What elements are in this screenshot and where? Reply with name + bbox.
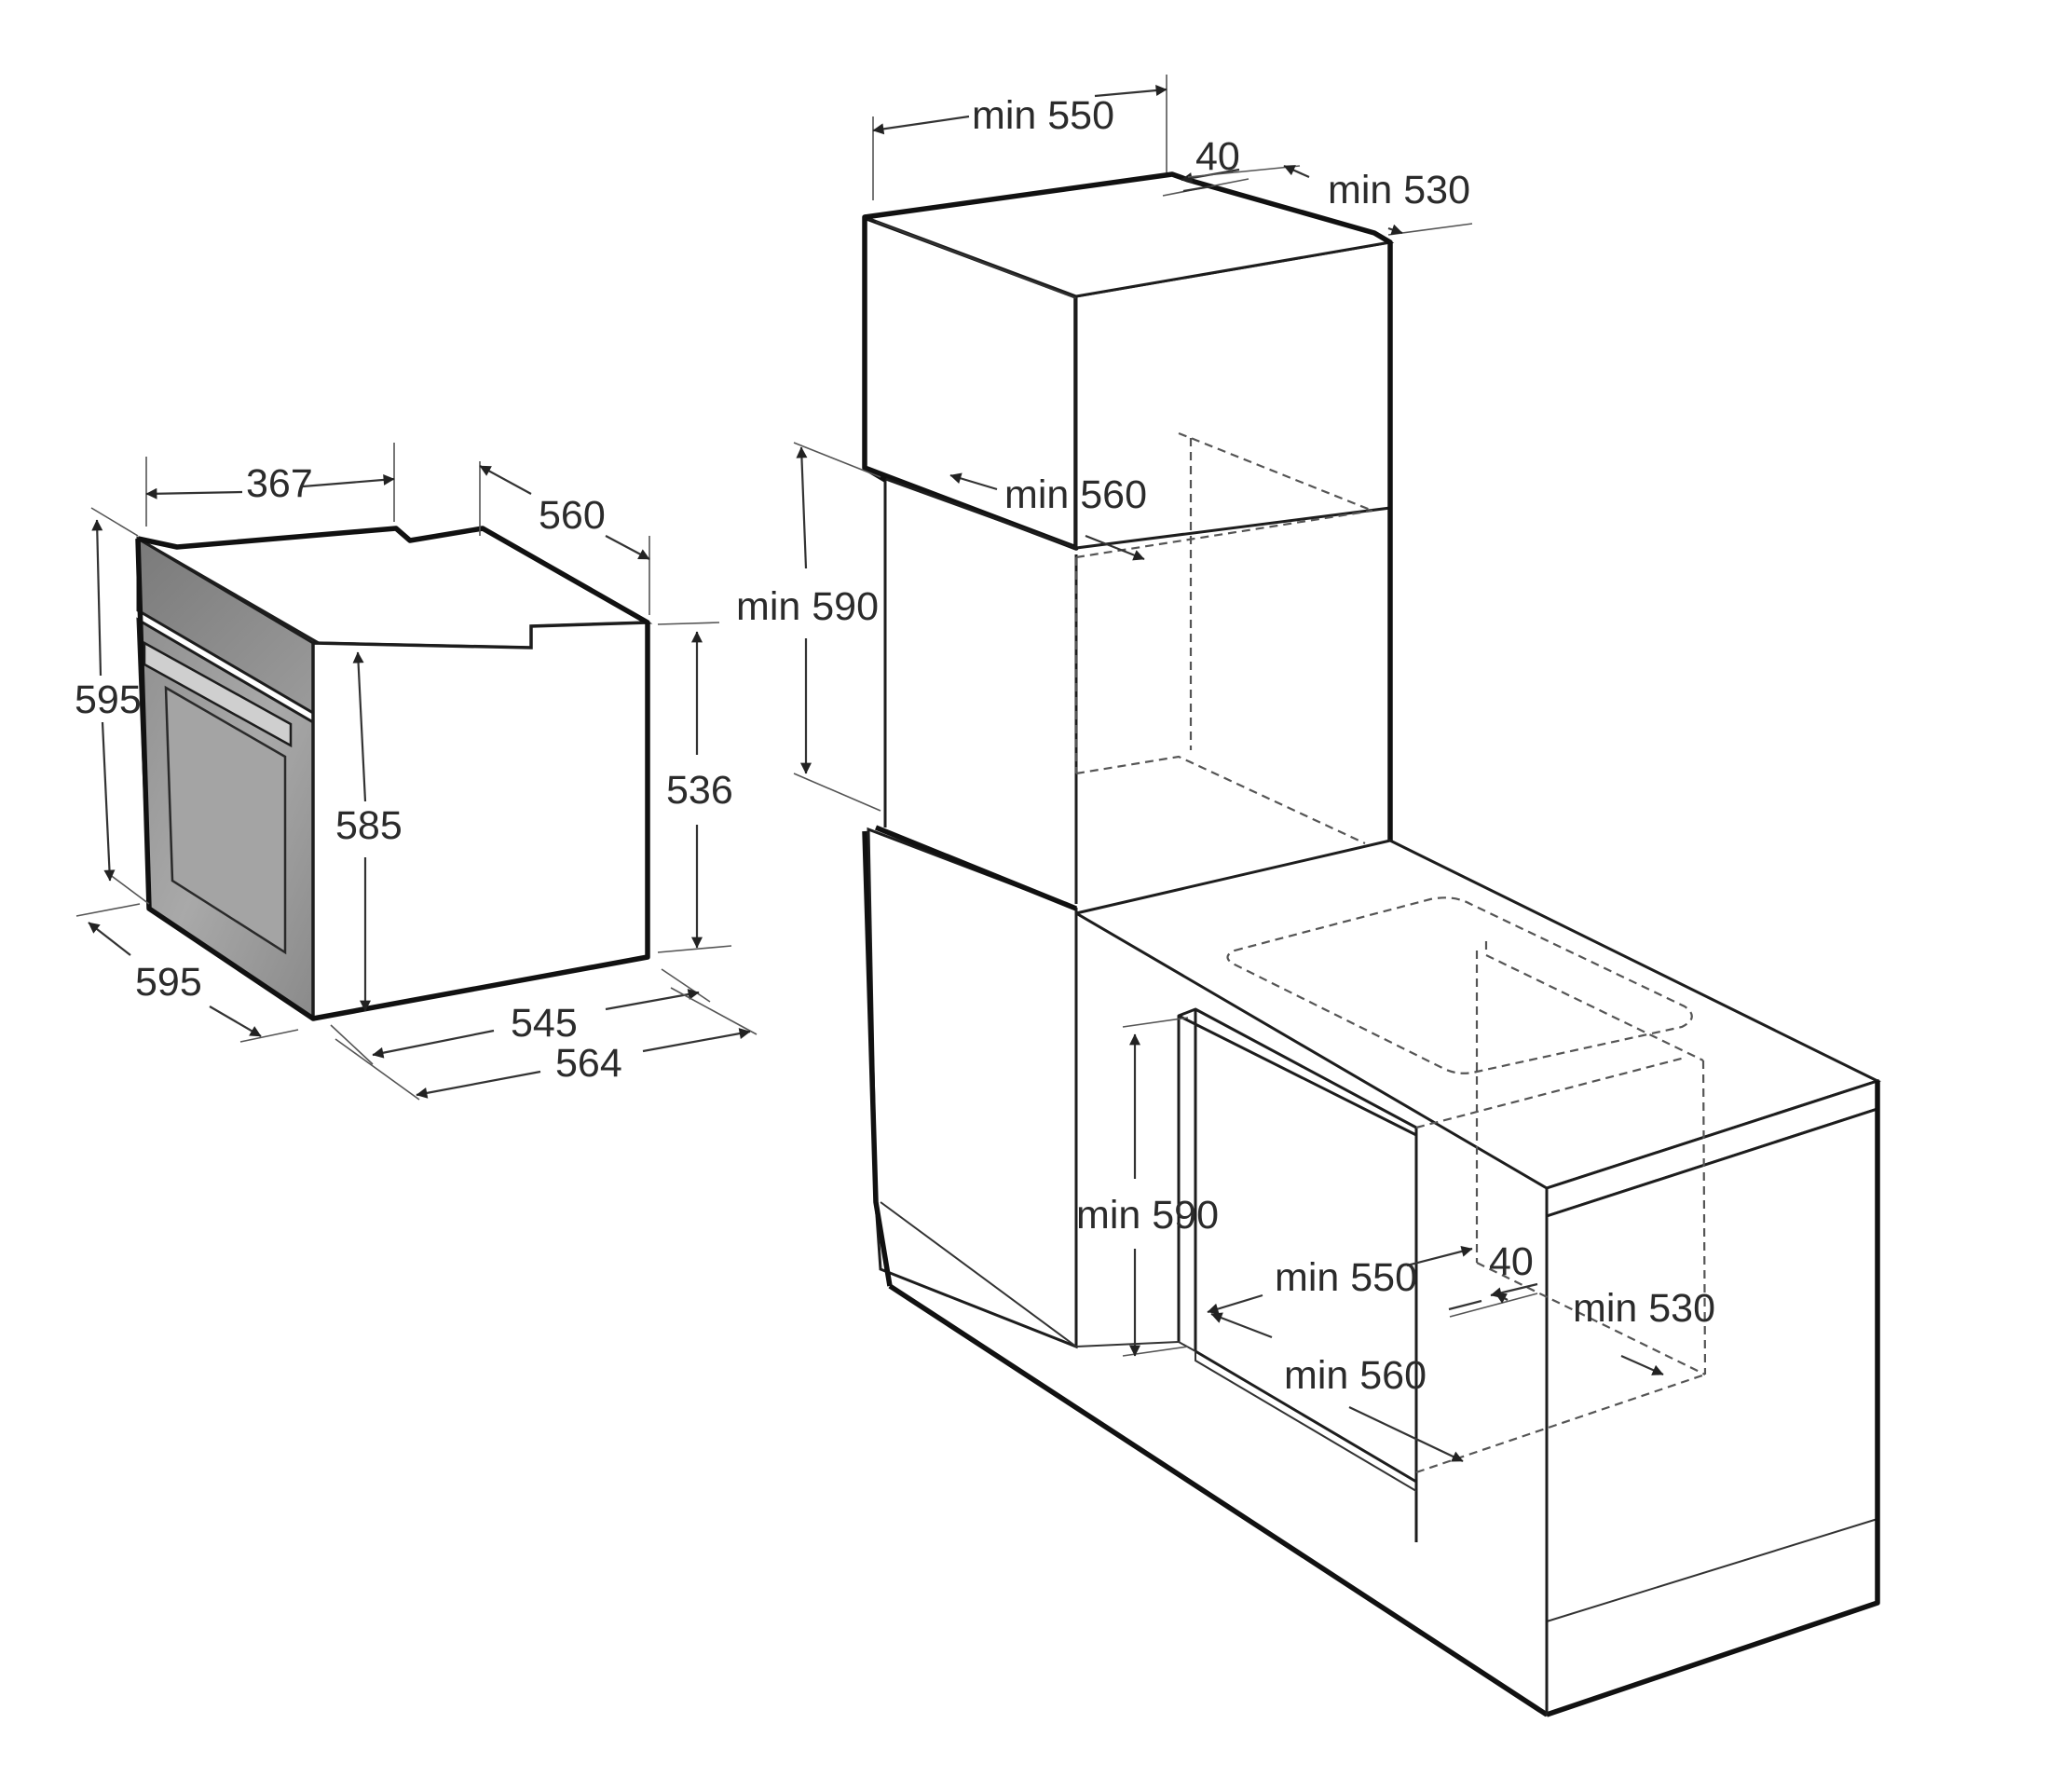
base-cabinet-run	[862, 825, 1881, 1717]
label-545: 545	[511, 1001, 578, 1046]
label-column-min-550: min 550	[972, 93, 1114, 138]
under-counter-dimension-lines	[1122, 1017, 1664, 1462]
label-367: 367	[246, 461, 313, 506]
oven-dimension-lines	[75, 443, 758, 1101]
label-585: 585	[335, 803, 403, 848]
label-564: 564	[555, 1041, 622, 1086]
label-base-min-560: min 560	[1284, 1353, 1427, 1398]
label-595-width: 595	[135, 960, 202, 1005]
label-base-min-550: min 550	[1275, 1255, 1417, 1300]
label-base-min-530: min 530	[1573, 1286, 1715, 1331]
column-dimension-labels: min 550 40 min 530 min 560 min 590	[736, 93, 1470, 629]
tall-column-cabinet	[862, 171, 1395, 904]
label-base-40: 40	[1489, 1239, 1534, 1284]
label-base-min-590: min 590	[1076, 1193, 1219, 1238]
oven-dimension-labels: 367 560 595 585 536 595 545 564	[75, 461, 733, 1086]
label-560: 560	[539, 493, 606, 538]
oven-drawing	[135, 526, 653, 1021]
label-595-height: 595	[75, 677, 142, 722]
label-column-min-590: min 590	[736, 584, 879, 629]
label-536: 536	[666, 768, 733, 813]
oven-handle	[143, 640, 293, 748]
label-column-min-560: min 560	[1004, 472, 1147, 517]
label-column-40: 40	[1195, 134, 1240, 179]
label-column-min-530: min 530	[1328, 168, 1470, 212]
under-counter-dimension-labels: min 590 min 550 40 min 530 min 560	[1076, 1193, 1715, 1398]
column-dimension-lines	[793, 75, 1473, 812]
hob-cutout	[1226, 896, 1693, 1074]
oven-door-window	[164, 685, 287, 955]
